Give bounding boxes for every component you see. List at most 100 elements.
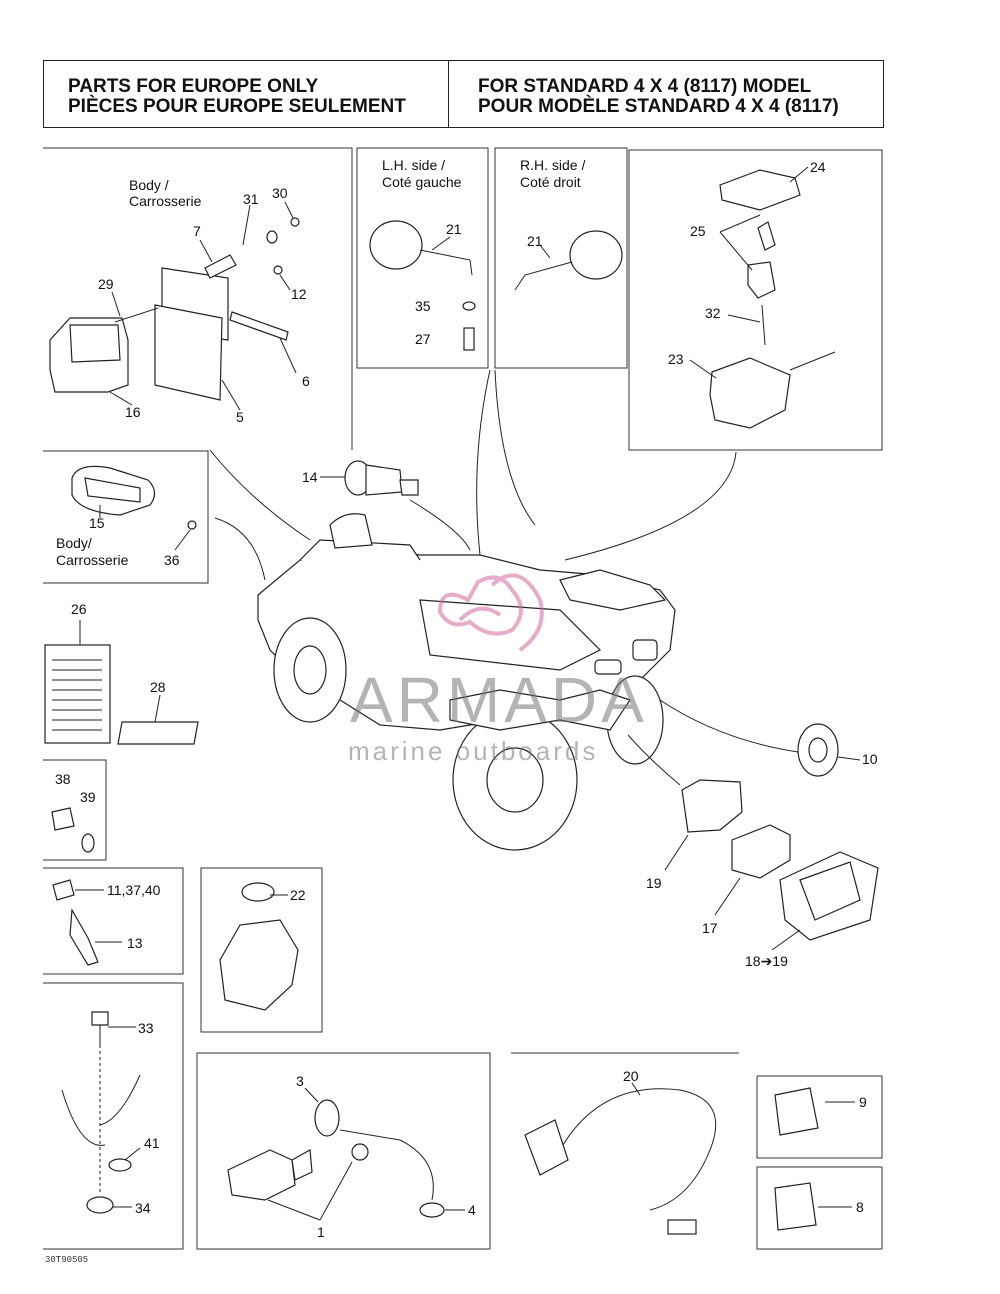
label-26: 26: [71, 601, 87, 617]
cover-screw: [789, 351, 836, 371]
label-21-rh: 21: [527, 233, 543, 249]
label-13: 13: [127, 935, 143, 951]
label-8: 8: [856, 1199, 864, 1215]
label-23: 23: [668, 351, 684, 367]
nut-41: [108, 1158, 132, 1172]
header-europe-en: PARTS FOR EUROPE ONLY: [68, 76, 319, 97]
frame-plug: [43, 759, 107, 861]
tail-light: [49, 317, 129, 393]
nut-12: [273, 265, 283, 275]
note-lh-cote: Coté gauche: [382, 174, 462, 190]
label-33: 33: [138, 1020, 154, 1036]
adapter-27: [463, 327, 475, 351]
horn: [797, 723, 839, 777]
label-11-37-40: 11,37,40: [107, 882, 161, 898]
label-12: 12: [291, 286, 307, 302]
label-4: 4: [468, 1202, 476, 1218]
label-14: 14: [302, 469, 318, 485]
label-5: 5: [236, 409, 244, 425]
reflective-strip: [229, 311, 289, 341]
label-10: 10: [862, 751, 878, 767]
relay-9: [774, 1087, 819, 1136]
decal-text-lines: [52, 659, 102, 731]
label-41: 41: [144, 1135, 160, 1151]
label-9: 9: [859, 1094, 867, 1110]
mirror-left: [369, 220, 473, 276]
headlight: [731, 824, 791, 879]
label-35: 35: [415, 298, 431, 314]
label-32: 32: [705, 305, 721, 321]
ignition-key: [757, 221, 776, 251]
note-body-1: Body /: [129, 177, 169, 193]
frame-relay-9: [756, 1075, 883, 1159]
label-25: 25: [690, 223, 706, 239]
label-29: 29: [98, 276, 114, 292]
label-31: 31: [243, 191, 259, 207]
note-rh-side: R.H. side /: [520, 157, 585, 173]
push-nut: [52, 879, 75, 901]
header-model-fr: POUR MODÈLE STANDARD 4 X 4 (8117): [478, 96, 839, 117]
relay-8: [774, 1182, 817, 1231]
logo-decal: [117, 721, 199, 745]
watermark-logo-icon: [437, 573, 544, 652]
label-30: 30: [272, 185, 288, 201]
label-38: 38: [55, 771, 71, 787]
frame-rh-mirror: [494, 147, 628, 369]
watermark-brand: ARMADA: [350, 664, 648, 736]
header-europe-cell: PARTS FOR EUROPE ONLY PIÈCES POUR EUROPE…: [44, 61, 449, 127]
nut-30: [290, 217, 300, 227]
carburetor: [219, 919, 299, 1011]
header-europe-fr: PIÈCES POUR EUROPE SEULEMENT: [68, 96, 406, 117]
cable-tie: [69, 908, 99, 966]
bolt-33: [91, 1011, 109, 1026]
bezel-window: [799, 861, 861, 921]
screw: [114, 307, 159, 323]
header-model-en: FOR STANDARD 4 X 4 (8117) MODEL: [478, 76, 812, 97]
header-model-cell: FOR STANDARD 4 X 4 (8117) MODEL POUR MOD…: [449, 61, 883, 127]
grommet-4: [419, 1202, 445, 1218]
leader-lines: [75, 166, 861, 1221]
label-17: 17: [702, 920, 718, 936]
support-curve-right: [99, 1074, 141, 1126]
label-24: 24: [810, 159, 826, 175]
label-19: 19: [646, 875, 662, 891]
frame-relay-8: [756, 1166, 883, 1250]
watermark-tagline: marine outboards: [348, 736, 598, 766]
frame-turn-signal: [196, 1052, 491, 1250]
wiring-harness: [524, 1088, 717, 1235]
drawing-code: 30T90505: [45, 1255, 88, 1265]
switch-cover: [709, 357, 791, 429]
washer-31: [266, 230, 278, 244]
headlight-housing: [681, 779, 743, 833]
mirror-right: [514, 230, 623, 291]
turn-signal-assembly: [227, 1099, 401, 1201]
frame-nut-tie: [43, 867, 184, 975]
label-18-19: 18➔19: [745, 953, 788, 969]
frame-bolt: [43, 982, 184, 1250]
plug-38: [51, 807, 75, 831]
header-table: PARTS FOR EUROPE ONLY PIÈCES POUR EUROPE…: [43, 60, 884, 128]
grommet-34: [86, 1196, 114, 1214]
power-socket: [344, 460, 419, 496]
label-3: 3: [296, 1073, 304, 1089]
nut-36: [187, 520, 197, 530]
watermark: ARMADA marine outboards: [348, 573, 648, 766]
label-6: 6: [302, 373, 310, 389]
label-7: 7: [193, 223, 201, 239]
cap-22: [241, 882, 275, 902]
license-plate-bracket: [154, 267, 229, 401]
label-1: 1: [317, 1224, 325, 1240]
wire-32: [761, 304, 766, 346]
label-39: 39: [80, 789, 96, 805]
frame-rear-license: [43, 147, 353, 450]
label-15: 15: [89, 515, 105, 531]
label-27: 27: [415, 331, 431, 347]
note-lh-side: L.H. side /: [382, 157, 445, 173]
note-carrosserie-2: Carrosserie: [56, 552, 129, 568]
note-carrosserie-1: Carrosserie: [129, 193, 202, 209]
label-21-lh: 21: [446, 221, 462, 237]
note-body-2: Body/: [56, 535, 92, 551]
frame-reflector: [43, 450, 209, 584]
ignition-bracket: [719, 169, 801, 211]
